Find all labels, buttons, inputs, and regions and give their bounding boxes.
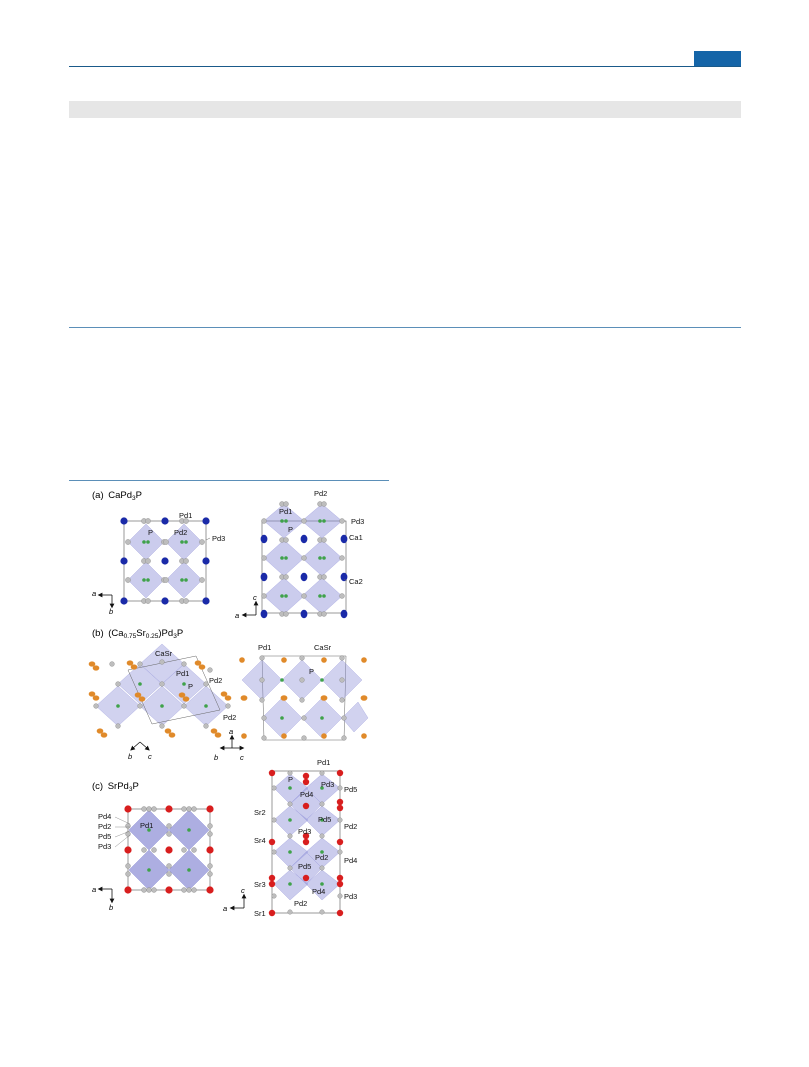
section-divider (69, 327, 741, 328)
label-c-right-pd5-low: Pd5 (298, 862, 311, 871)
svg-text:c: c (241, 886, 245, 895)
axes-c-right: c a (223, 886, 247, 913)
label-c-right-sr4: Sr4 (254, 836, 266, 845)
label-c-left-pd2: Pd2 (98, 822, 111, 831)
label-c-right-p: P (288, 775, 293, 784)
panel-b-title: (b) (Ca0.75Sr0.25)Pd3P (92, 628, 183, 640)
header-rule (69, 66, 741, 67)
svg-text:a: a (223, 904, 227, 913)
label-c-right-pd2-side: Pd2 (344, 822, 357, 831)
label-a-right-pd3: Pd3 (351, 517, 364, 526)
panel-c-right-view: Pd1 P Pd3 Pd4 Pd5 Sr2 Pd5 Pd3 Pd2 Sr4 Pd… (223, 758, 357, 918)
label-c-right-pd5-mid: Pd5 (318, 815, 331, 824)
label-b-left-p: P (188, 682, 193, 691)
label-b-right-pd2: Pd2 (223, 713, 236, 722)
label-a-right-ca1: Ca1 (349, 533, 363, 542)
label-a-right-ca2: Ca2 (349, 577, 363, 586)
label-c-right-pd5-side: Pd5 (344, 785, 357, 794)
svg-text:a: a (235, 611, 239, 620)
label-b-left-casr: CaSr (155, 649, 173, 658)
svg-text:b: b (109, 607, 113, 616)
label-c-right-pd4-low: Pd4 (312, 887, 325, 896)
label-c-left-pd4: Pd4 (98, 812, 111, 821)
label-c-right-pd3-side: Pd3 (344, 892, 357, 901)
panel-c: (c) SrPd3P (92, 758, 357, 918)
svg-text:c: c (240, 753, 244, 762)
panel-c-left-view: Pd4 Pd2 Pd5 Pd3 Pd1 a b (92, 805, 214, 912)
label-c-right-pd4-top: Pd4 (300, 790, 313, 799)
section-band (69, 101, 741, 118)
label-b-right-casr: CaSr (314, 643, 332, 652)
panel-a-left-view: P Pd1 Pd2 Pd3 a b (92, 511, 225, 616)
label-c-right-sr1: Sr1 (254, 909, 266, 918)
axes-c-left: a b (92, 885, 115, 912)
svg-text:b: b (128, 752, 132, 761)
label-a-left-pd3: Pd3 (212, 534, 225, 543)
axes-b-left: b c (128, 741, 152, 761)
label-a-left-pd2: Pd2 (174, 528, 187, 537)
svg-text:a: a (92, 885, 96, 894)
panel-a-right-view: Pd2 Pd1 P Pd3 Ca1 Ca2 c a (235, 489, 364, 620)
label-b-right-p: P (309, 667, 314, 676)
svg-text:c: c (148, 752, 152, 761)
label-a-right-pd2: Pd2 (314, 489, 327, 498)
label-b-left-pd2: Pd2 (209, 676, 222, 685)
label-c-right-sr3: Sr3 (254, 880, 266, 889)
label-b-left-pd1: Pd1 (176, 669, 189, 678)
label-c-right-sr2: Sr2 (254, 808, 266, 817)
panel-c-title: (c) SrPd3P (92, 781, 139, 793)
panel-a: (a) CaPd3P (92, 489, 364, 620)
svg-text:a: a (92, 589, 96, 598)
panel-b-right-view: Pd1 CaSr P Pd2 a b c (214, 643, 369, 762)
panel-a-title: (a) CaPd3P (92, 490, 142, 502)
svg-text:c: c (253, 593, 257, 602)
label-a-left-p: P (148, 528, 153, 537)
label-a-right-p: P (288, 525, 293, 534)
label-b-right-pd1: Pd1 (258, 643, 271, 652)
label-c-right-pd3-top: Pd3 (321, 780, 334, 789)
label-c-left-pd5: Pd5 (98, 832, 111, 841)
label-c-right-pd2-mid: Pd2 (315, 853, 328, 862)
figure-top-rule (69, 480, 389, 481)
journal-badge (694, 51, 741, 66)
label-a-right-pd1: Pd1 (279, 507, 292, 516)
axes-a-right: c a (235, 593, 259, 620)
panel-b-left-view: CaSr Pd1 P Pd2 b c (88, 643, 232, 761)
svg-text:b: b (214, 753, 218, 762)
panel-b: (b) (Ca0.75Sr0.25)Pd3P (88, 628, 369, 762)
label-c-right-pd2-low: Pd2 (294, 899, 307, 908)
label-c-right-pd3-mid: Pd3 (298, 827, 311, 836)
svg-text:b: b (109, 903, 113, 912)
axes-a-left: a b (92, 589, 115, 616)
label-c-left-pd3: Pd3 (98, 842, 111, 851)
label-a-left-pd1: Pd1 (179, 511, 192, 520)
label-c-right-pd1: Pd1 (317, 758, 330, 767)
axes-b-right: a b c (214, 727, 245, 762)
svg-text:a: a (229, 727, 233, 736)
crystal-structure-figure: (a) CaPd3P (78, 484, 378, 924)
label-c-right-pd4-side: Pd4 (344, 856, 357, 865)
label-c-left-pd1: Pd1 (140, 821, 153, 830)
